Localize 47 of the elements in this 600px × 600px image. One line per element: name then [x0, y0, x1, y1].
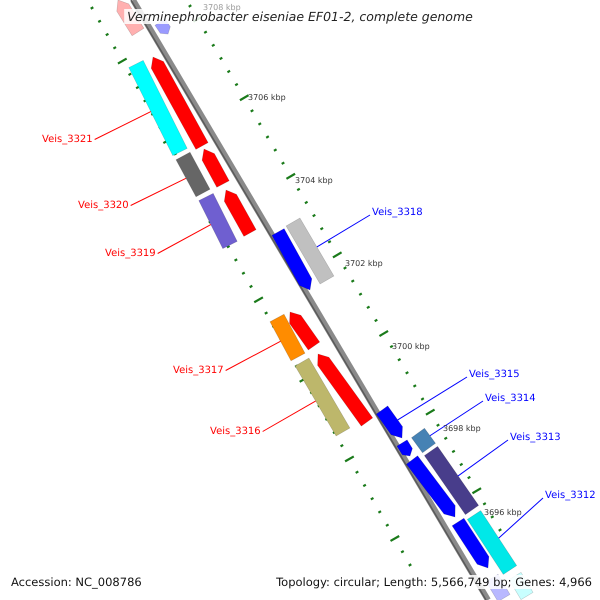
scale-label: 3702 kbp: [345, 259, 383, 268]
gene-label: Veis_3320: [78, 200, 129, 211]
gene-feature: [406, 455, 456, 518]
leader-line: [94, 111, 152, 140]
gene-feature: [150, 56, 208, 150]
scale-label: 3696 kbp: [484, 508, 522, 517]
scale-label: 3708 kbp: [203, 3, 241, 12]
leader-line: [316, 214, 370, 248]
gene-label: Veis_3319: [105, 248, 156, 259]
gene-feature: [317, 354, 374, 427]
gene-feature: [424, 446, 480, 516]
leader-line: [157, 224, 212, 254]
gene-feature: [294, 358, 350, 436]
leader-line: [225, 340, 281, 371]
gene-label: Veis_3318: [372, 207, 423, 218]
gene-label: Veis_3321: [42, 134, 93, 145]
leader-line: [458, 440, 508, 476]
gene-feature: [198, 193, 238, 249]
gene-feature: [176, 152, 210, 198]
gene-feature: [286, 218, 334, 284]
gene-feature: [272, 228, 312, 290]
footer-text: Accession: NC_008786: [9, 575, 144, 589]
gene-label: Veis_3314: [485, 393, 536, 404]
scale-label: 3704 kbp: [295, 176, 333, 185]
gene-label: Veis_3315: [469, 369, 520, 380]
gene-label: Veis_3312: [545, 490, 596, 501]
scale-label: 3706 kbp: [248, 93, 286, 102]
footer-text: Topology: circular; Length: 5,566,749 bp; Genes: 4,966: [274, 575, 594, 589]
scale-label: 3698 kbp: [443, 424, 481, 433]
gene-feature: [202, 148, 230, 188]
gene-feature: [411, 428, 436, 454]
gene-feature: [376, 405, 403, 438]
gene-feature: [396, 439, 413, 456]
gene-feature: [289, 312, 320, 350]
leader-line: [397, 376, 468, 420]
gene-feature: [128, 60, 188, 156]
gene-feature: [452, 518, 490, 568]
gene-label: Veis_3316: [210, 426, 261, 437]
leader-line: [130, 178, 186, 206]
leader-line: [262, 400, 316, 432]
gene-feature: [224, 190, 256, 237]
gene-feature: [270, 314, 306, 362]
leader-line: [429, 400, 484, 436]
gene-label: Veis_3317: [173, 365, 224, 376]
scale-label: 3700 kbp: [392, 342, 430, 351]
leader-line: [498, 498, 544, 539]
gene-label: Veis_3313: [510, 432, 561, 443]
